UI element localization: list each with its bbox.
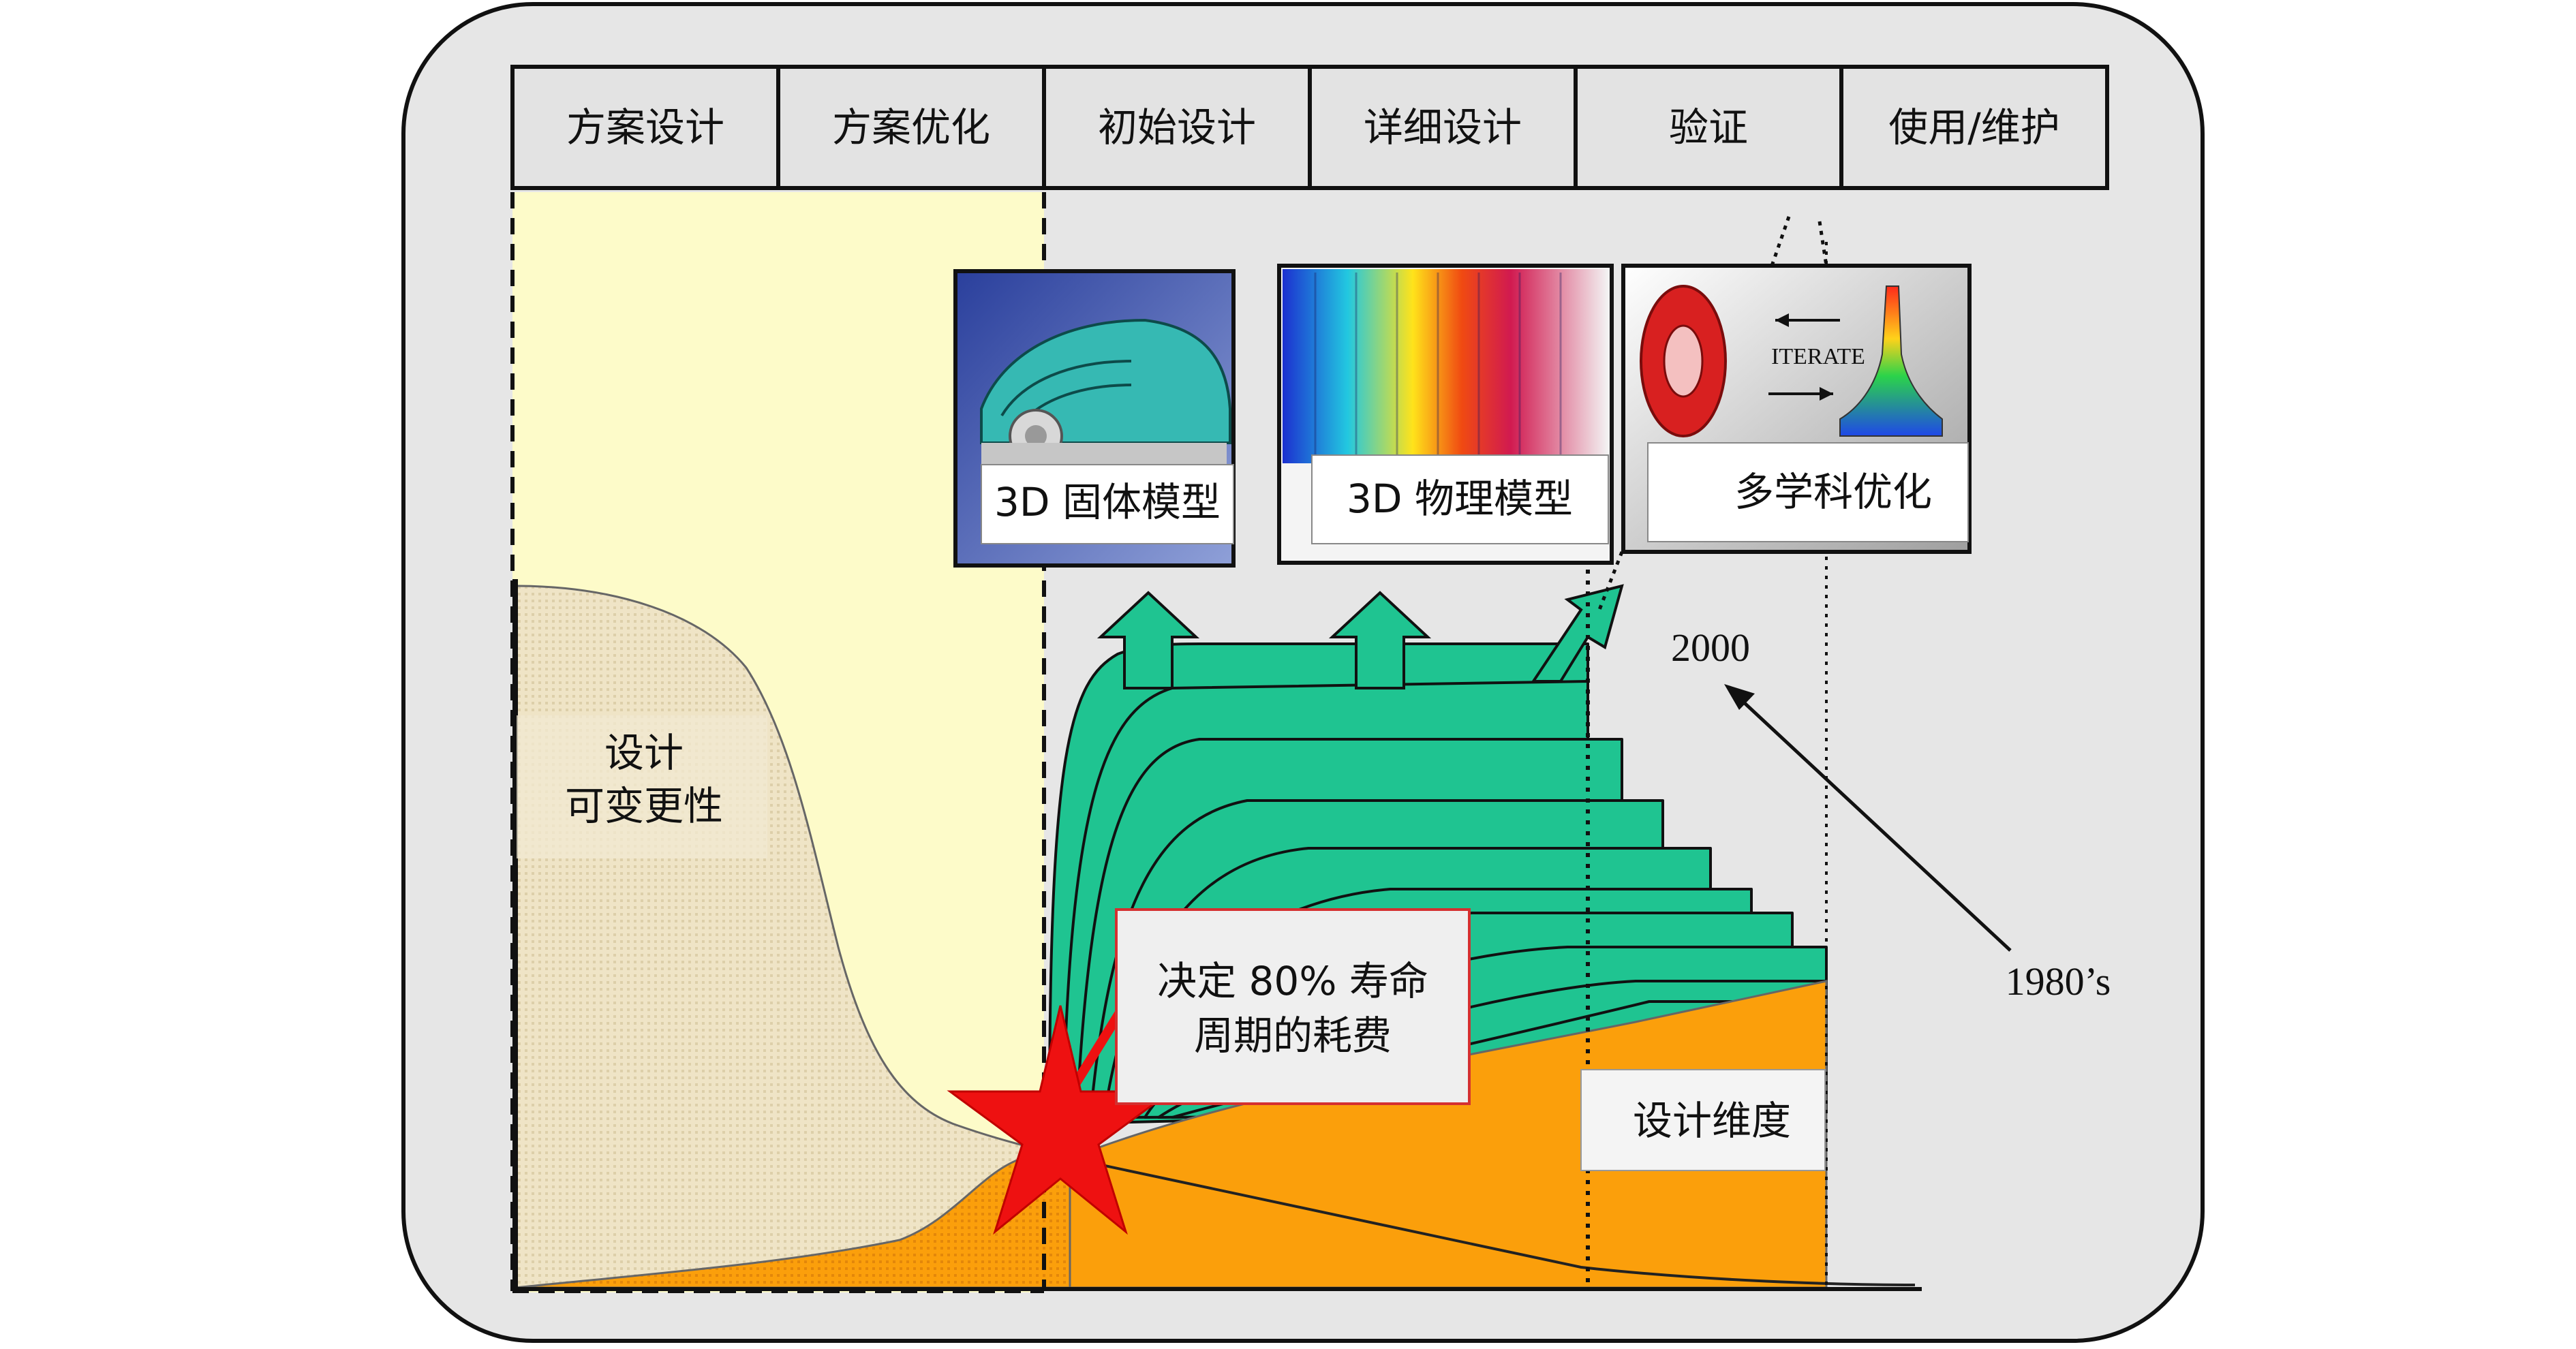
multidisciplinary-optimization-icon: ITERATE [1640,285,1943,437]
phase-box: 详细设计 [1308,65,1578,190]
cost-callout-line2: 周期的耗费 [1194,1012,1392,1059]
flexibility-label-box [517,715,767,858]
iterate-label: ITERATE [1771,344,1865,369]
phase-box: 初始设计 [1042,65,1312,190]
design-dimension-label-box [1580,1069,1826,1171]
phase-box: 使用/维护 [1839,65,2109,190]
solid-model-label: 3D 固体模型 [994,479,1221,525]
year-1980s-label: 1980’s [2006,959,2111,1004]
phase-header: 方案设计 方案优化 初始设计 详细设计 验证 使用/维护 [510,65,2109,190]
flexibility-label-line2: 可变更性 [565,783,723,829]
phase-label: 使用/维护 [1888,104,2060,151]
phase-label: 验证 [1669,104,1748,151]
optimization-label: 多学科优化 [1734,469,1932,515]
year-arrow-head [1724,684,1755,710]
cost-callout-box [1115,908,1471,1105]
year-arrow [1733,692,2012,952]
upward-arrows [1097,584,1624,689]
optimization-label-box [1647,442,1969,542]
phase-box: 方案优化 [776,65,1046,190]
phase-label: 方案设计 [566,104,724,151]
physics-simulation-icon [1283,269,1608,463]
flexibility-label-line1: 设计 [604,730,684,776]
year-2000-label: 2000 [1671,625,1750,670]
phase-label: 初始设计 [1098,104,1256,151]
physics-model-panel: 3D 物理模型 [1277,264,1614,565]
design-dimension-label: 设计维度 [1633,1098,1791,1144]
cost-callout-line1: 决定 80% 寿命 [1157,958,1428,1004]
turbine-solid-model-icon [980,318,1231,470]
phase-label: 方案优化 [832,104,990,151]
leader-dotted-c [1596,551,1624,614]
phase-box: 验证 [1574,65,1843,190]
phase-label: 详细设计 [1364,104,1522,151]
physics-stripes [1314,273,1562,460]
optimization-panel: ITERATE 多学科优化 [1621,264,1972,554]
solid-model-label-box [981,464,1234,544]
phase-box: 方案设计 [510,65,780,190]
physics-model-label: 3D 物理模型 [1347,476,1573,522]
baseline-curve [1069,1157,1916,1286]
leader-dotted-b [1818,221,1828,266]
solid-model-panel: 3D 固体模型 [953,269,1236,568]
physics-model-label-box [1311,454,1609,544]
